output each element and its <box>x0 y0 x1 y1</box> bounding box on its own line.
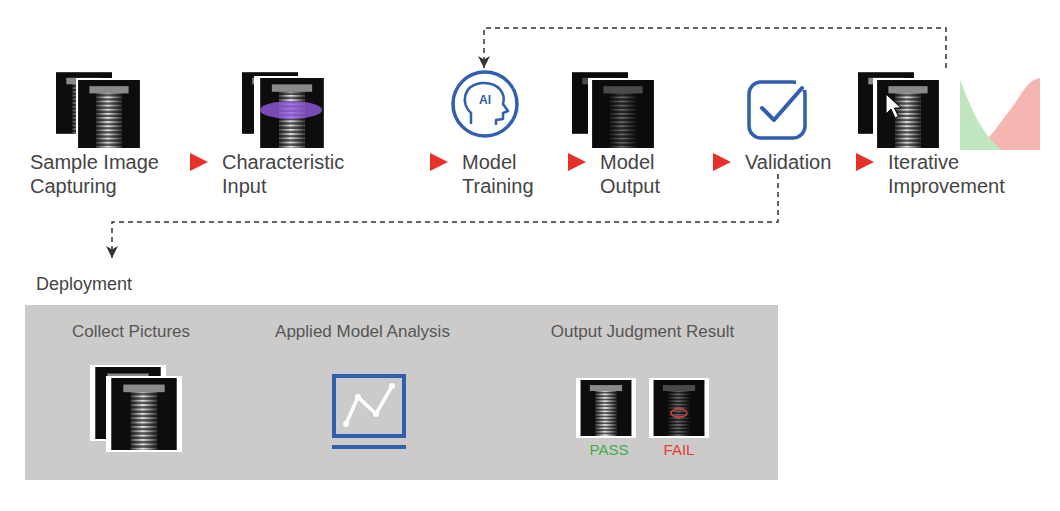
ai-head-icon <box>453 72 517 136</box>
screw-photo <box>260 78 324 148</box>
stage-box: Collect Pictures <box>50 322 212 442</box>
flow-arrow <box>430 153 448 171</box>
node-text: Validation <box>745 150 865 174</box>
dashed-arrow <box>484 28 946 68</box>
deployment-panel <box>25 305 778 480</box>
node-text: Output Judgment Result <box>525 322 760 342</box>
iteration-thumbnails <box>856 70 943 150</box>
mouse-cursor <box>886 94 901 118</box>
step-box: Validation <box>745 68 865 174</box>
distribution-chart <box>960 78 1040 150</box>
node-text: Iterative Improvement <box>888 150 1028 198</box>
collect-thumbnails <box>90 365 182 452</box>
deployment-band: DeploymentCollect Pictures Applied Model … <box>25 258 778 480</box>
photo-frame <box>106 376 182 452</box>
sample-thumbnails <box>54 70 142 150</box>
trend-dot <box>389 383 395 389</box>
monitor-screen <box>334 376 404 436</box>
check-mark <box>762 88 802 120</box>
node-text: Model Output <box>600 150 700 198</box>
analysis-monitor-icon <box>332 376 406 449</box>
node-text: Collect Pictures <box>50 322 212 342</box>
step-box: Sample Image Capturing <box>30 68 180 198</box>
node-text: Characteristic Input <box>222 150 372 198</box>
photo-frame <box>576 378 636 438</box>
photo-frame <box>588 78 658 150</box>
defect-mark <box>671 409 687 417</box>
node-text: Model Training <box>462 150 562 198</box>
photo-frame <box>76 78 142 150</box>
check-box <box>749 82 805 138</box>
screw-photo <box>592 80 654 148</box>
pass-label: PASS <box>581 441 637 459</box>
node-text: Sample Image Capturing <box>30 150 180 198</box>
flow-arrow <box>568 153 586 171</box>
screw-photo <box>581 380 632 436</box>
flow-arrow <box>856 153 874 171</box>
node-text: Applied Model Analysis <box>250 322 475 342</box>
pass-area <box>960 80 1002 150</box>
feature-highlight <box>260 101 322 119</box>
step-box: Model Output <box>600 68 700 198</box>
icon-text: AI <box>473 94 497 106</box>
dashed-arrow <box>112 174 778 258</box>
trend-dot <box>355 394 361 400</box>
flow-arrow <box>713 153 731 171</box>
photo-frame <box>649 378 709 438</box>
screw-photo <box>111 378 176 450</box>
photo-frame <box>873 78 943 150</box>
step-box: Iterative Improvement <box>888 68 1028 198</box>
trend-dot <box>343 421 349 427</box>
characteristic-thumbnails <box>240 70 330 150</box>
screw-photo <box>877 80 939 148</box>
trend-dot <box>373 411 379 417</box>
head-outline <box>465 83 508 125</box>
result-thumbnails <box>576 378 709 438</box>
screw-photo <box>78 80 140 148</box>
photo-frame <box>254 76 330 150</box>
stage-box: Applied Model Analysis <box>250 322 475 442</box>
stage-box: Output Judgment ResultPASS FAIL <box>525 322 760 462</box>
monitor-base <box>332 445 406 449</box>
output-thumbnails <box>570 70 658 150</box>
fail-label: FAIL <box>651 441 707 459</box>
screw-photo <box>654 380 705 436</box>
trend-line <box>346 386 392 424</box>
step-box: Characteristic Input <box>222 68 372 198</box>
validation-icon <box>749 78 810 138</box>
icon-circle <box>453 72 517 136</box>
node-text: Deployment <box>36 274 778 296</box>
flow-arrow <box>190 153 208 171</box>
step-box: Model Training <box>462 68 562 198</box>
